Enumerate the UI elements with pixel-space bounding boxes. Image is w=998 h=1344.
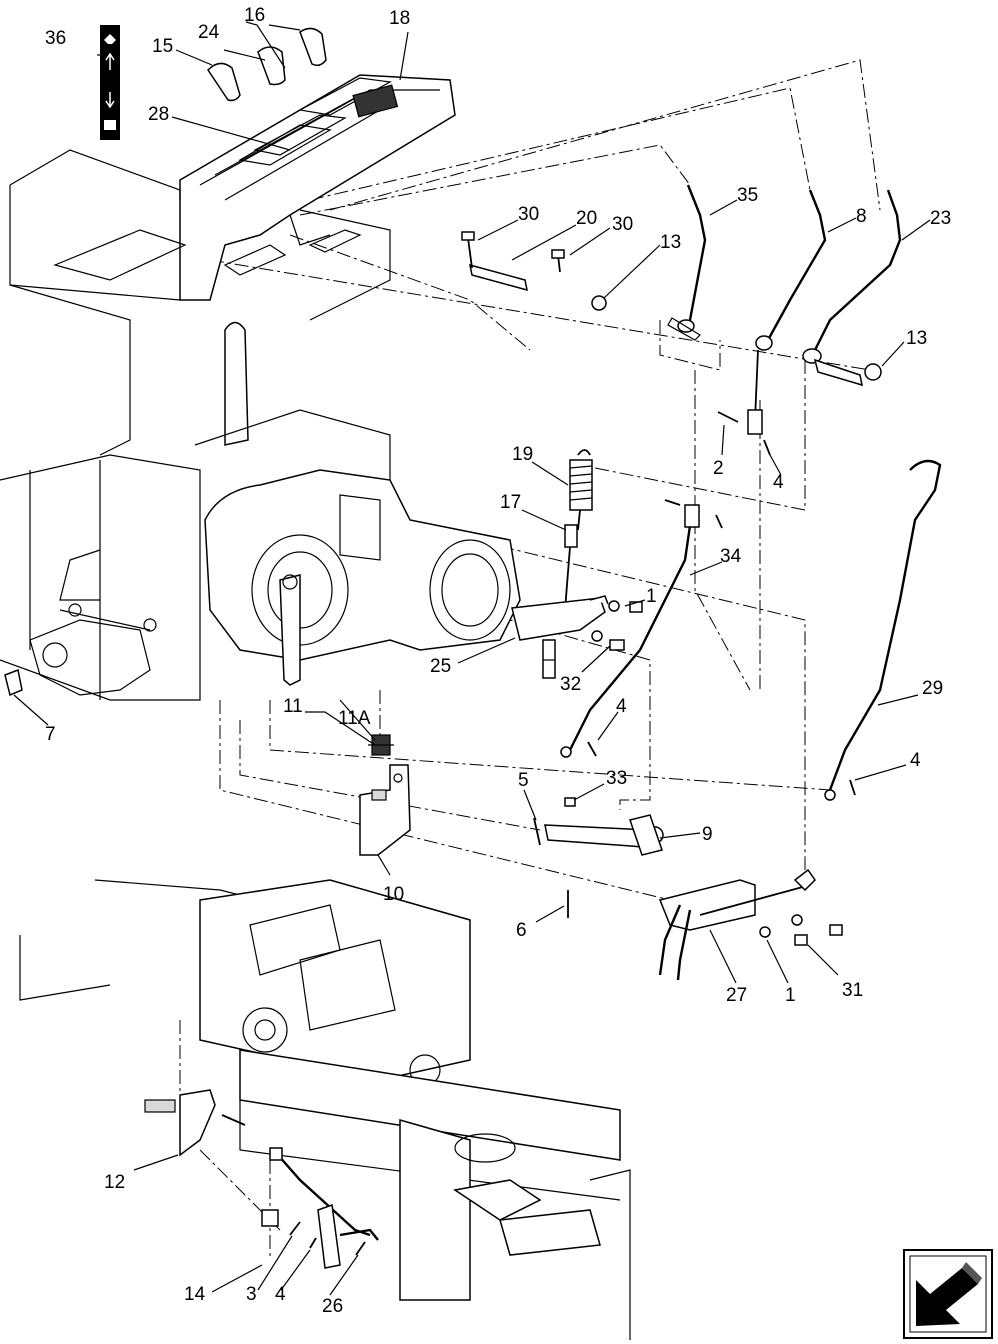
callout-18: 18 — [389, 8, 410, 29]
pins-2-4 — [717, 411, 771, 456]
callout-4-upper: 4 — [773, 472, 784, 493]
pedal-bracket-part-27 — [658, 868, 843, 981]
lower-frame — [19, 879, 631, 1340]
callout-1-upper: 1 — [646, 586, 657, 607]
callout-4-right: 4 — [910, 750, 921, 771]
spring-part-19 — [569, 449, 593, 531]
rod-part-34 — [560, 499, 723, 758]
callout-8: 8 — [856, 206, 867, 227]
bracket-part-7 — [4, 668, 23, 697]
callout-30-left: 30 — [518, 204, 539, 225]
rod-part-17 — [564, 524, 578, 611]
callout-31: 31 — [842, 980, 863, 1001]
callout-10: 10 — [383, 884, 404, 905]
callout-6: 6 — [516, 920, 527, 941]
callout-17: 17 — [500, 492, 521, 513]
callout-3: 3 — [246, 1284, 257, 1305]
switch-part-11 — [368, 734, 394, 756]
callout-4-middle: 4 — [616, 696, 627, 717]
callout-34: 34 — [720, 546, 742, 567]
shift-lever-8 — [747, 189, 827, 435]
callout-14: 14 — [184, 1284, 206, 1305]
callout-19: 19 — [512, 444, 533, 465]
bracket-part-20 — [461, 231, 607, 311]
callout-28: 28 — [148, 104, 169, 125]
bracket-part-10 — [359, 764, 411, 856]
callout-24: 24 — [198, 22, 220, 43]
callout-30-right: 30 — [612, 214, 633, 235]
callout-7: 7 — [45, 724, 56, 745]
callout-1-lower: 1 — [785, 985, 796, 1006]
callout-26: 26 — [322, 1296, 343, 1317]
lever-part-9 — [533, 797, 664, 856]
transmission-housing — [0, 454, 521, 701]
callout-35: 35 — [737, 185, 758, 206]
callout-11A: 11A — [338, 708, 371, 729]
bracket-part-12 — [144, 1089, 246, 1157]
callout-23: 23 — [930, 208, 951, 229]
shift-lever-23 — [802, 189, 902, 387]
tractor-frame-upper — [9, 149, 391, 490]
callout-9: 9 — [702, 824, 713, 845]
callout-27: 27 — [726, 985, 747, 1006]
back-arrow-icon[interactable] — [903, 1249, 993, 1339]
callout-5: 5 — [518, 770, 529, 791]
callout-4-lower: 4 — [275, 1284, 286, 1305]
callout-11: 11 — [283, 696, 303, 717]
gear-range-decal-icon — [100, 25, 120, 140]
callout-25: 25 — [430, 656, 451, 677]
callout-33: 33 — [606, 768, 627, 789]
shift-console — [179, 74, 456, 301]
callout-32: 32 — [560, 674, 581, 695]
shift-knobs — [207, 27, 327, 102]
callout-36: 36 — [45, 28, 66, 49]
callout-labels: 36 16 18 24 15 28 35 8 23 30 20 30 13 13… — [45, 5, 951, 1317]
shift-lever-35 — [667, 184, 707, 341]
callout-13-upper: 13 — [660, 232, 681, 253]
callout-20: 20 — [576, 208, 597, 229]
callout-29: 29 — [922, 678, 943, 699]
callout-2: 2 — [713, 458, 724, 479]
callout-16: 16 — [244, 5, 265, 26]
lower-linkage — [261, 1147, 379, 1269]
rod-part-29 — [824, 459, 942, 801]
leader-lines — [13, 21, 931, 1296]
callout-15: 15 — [152, 36, 173, 57]
callout-12: 12 — [104, 1172, 125, 1193]
callout-13-right: 13 — [906, 328, 927, 349]
bracket-part-25 — [511, 595, 643, 679]
